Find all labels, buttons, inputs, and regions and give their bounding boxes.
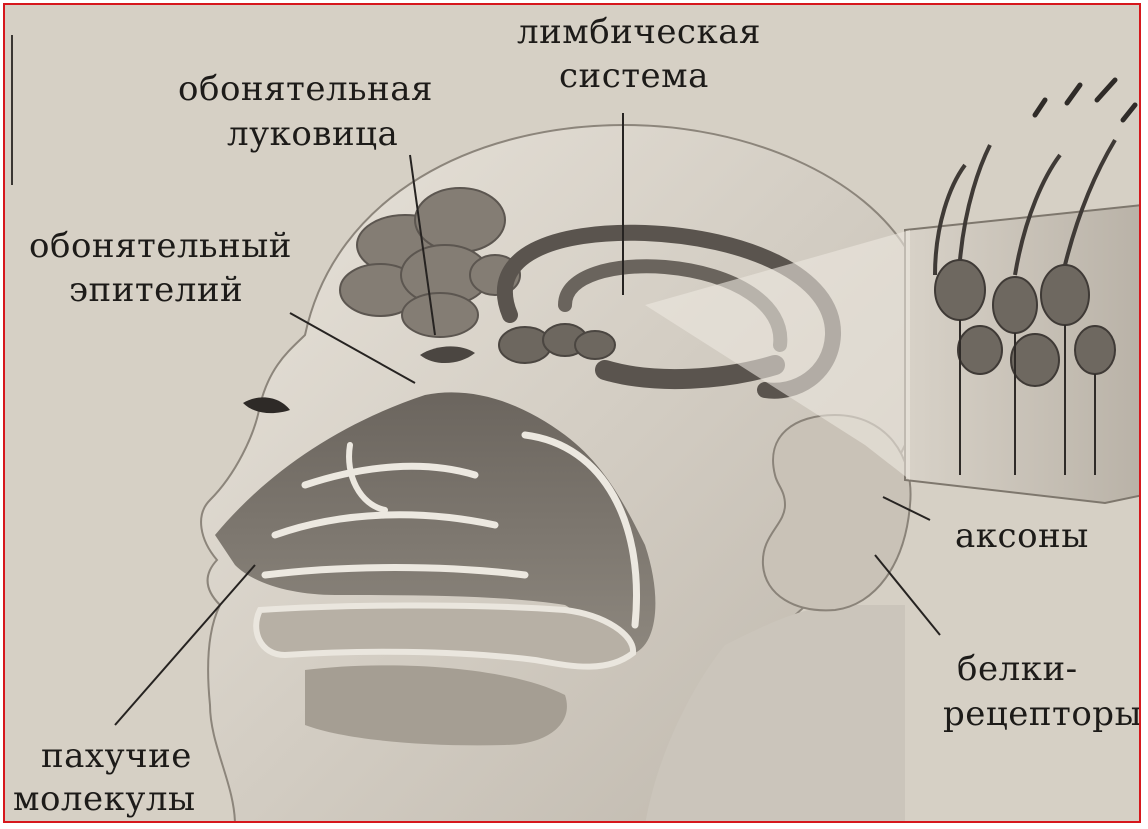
- label-olfactory-bulb-line2: луковица: [227, 115, 398, 153]
- label-receptor-proteins-line1: белки-: [957, 650, 1078, 688]
- label-odor-molecules-line2: молекулы: [13, 780, 196, 818]
- label-receptor-proteins-line2: рецепторы: [943, 695, 1141, 733]
- label-olfactory-epithelium-line1: обонятельный: [29, 227, 292, 265]
- label-odor-molecules-line1: пахучие: [41, 737, 192, 775]
- diagram-frame: лимбическая система обонятельная луковиц…: [3, 3, 1141, 823]
- label-olfactory-epithelium-line2: эпителий: [69, 271, 243, 309]
- label-limbic-system-line2: система: [559, 57, 709, 95]
- label-olfactory-bulb-line1: обонятельная: [178, 70, 433, 108]
- label-limbic-system-line1: лимбическая: [517, 13, 761, 51]
- label-axons: аксоны: [955, 517, 1089, 555]
- odor-molecules: [1035, 80, 1135, 120]
